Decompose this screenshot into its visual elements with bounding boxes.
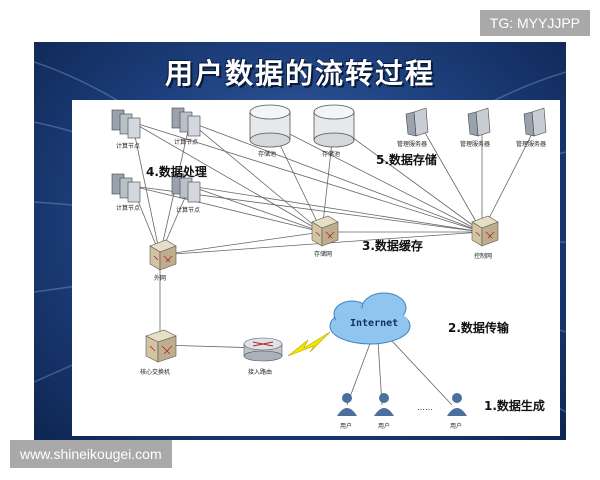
external-network-switch-icon [149, 239, 177, 271]
network-diagram: 计算节点 计算节点 计算节点 计算节点 [111, 104, 547, 430]
compute-node-label: 计算节点 [176, 206, 200, 214]
internet-label: Internet [350, 318, 398, 329]
stage-2-label: 2.数据传输 [448, 320, 510, 335]
internet-cloud-icon [329, 292, 411, 345]
user-icon [447, 393, 467, 416]
compute-node-icon [111, 173, 141, 203]
access-router-icon [243, 337, 283, 362]
stage-5-label: 5.数据存储 [376, 152, 437, 167]
storage-network-switch-icon [311, 215, 339, 247]
image-frame: 用户数据的流转过程 [34, 42, 566, 440]
management-server-icon [405, 107, 429, 137]
storage-pool-icon [249, 104, 291, 148]
management-server-label: 管理服务器 [460, 140, 490, 148]
user-icon [374, 393, 394, 416]
users-ellipsis: …… [417, 403, 433, 412]
compute-node-icon [111, 109, 141, 139]
watermark-bottom: www.shineikougei.com [10, 440, 172, 468]
lightning-bolt-icon [287, 331, 331, 357]
control-network-switch-icon [471, 215, 499, 247]
compute-node-label: 计算节点 [116, 142, 140, 150]
watermark-top: TG: MYYJJPP [479, 10, 590, 36]
storage-pool-icon [313, 104, 355, 148]
compute-node-icon [171, 173, 201, 203]
external-network-label: 外网 [154, 274, 166, 282]
stage-4-label: 4.数据处理 [146, 164, 207, 179]
compute-node-label: 计算节点 [116, 204, 140, 212]
stage-3-label: 3.数据缓存 [362, 238, 423, 253]
diagram-title: 用户数据的流转过程 [164, 57, 435, 90]
core-switch-icon [145, 329, 177, 363]
connection-lines [131, 121, 538, 406]
compute-node-icon [171, 107, 201, 137]
storage-network-label: 存储网 [314, 250, 332, 258]
stage-1-label: 1.数据生成 [484, 398, 545, 413]
management-server-label: 管理服务器 [516, 140, 546, 148]
control-network-label: 控制网 [474, 252, 492, 260]
core-switch-label: 核心交换机 [140, 368, 170, 376]
access-router-label: 接入路由 [248, 368, 272, 376]
management-server-icon [467, 107, 491, 137]
compute-node-label: 计算节点 [174, 138, 198, 146]
storage-pool-label: 存储池 [258, 150, 276, 158]
user-icon [337, 393, 357, 416]
user-label: 用户 [378, 422, 390, 430]
storage-pool-label: 存储池 [322, 150, 340, 158]
user-label: 用户 [340, 422, 352, 430]
diagram-panel: 计算节点 计算节点 计算节点 计算节点 [72, 100, 560, 436]
management-server-icon [523, 107, 547, 137]
management-server-label: 管理服务器 [397, 140, 427, 148]
user-label: 用户 [450, 422, 462, 430]
